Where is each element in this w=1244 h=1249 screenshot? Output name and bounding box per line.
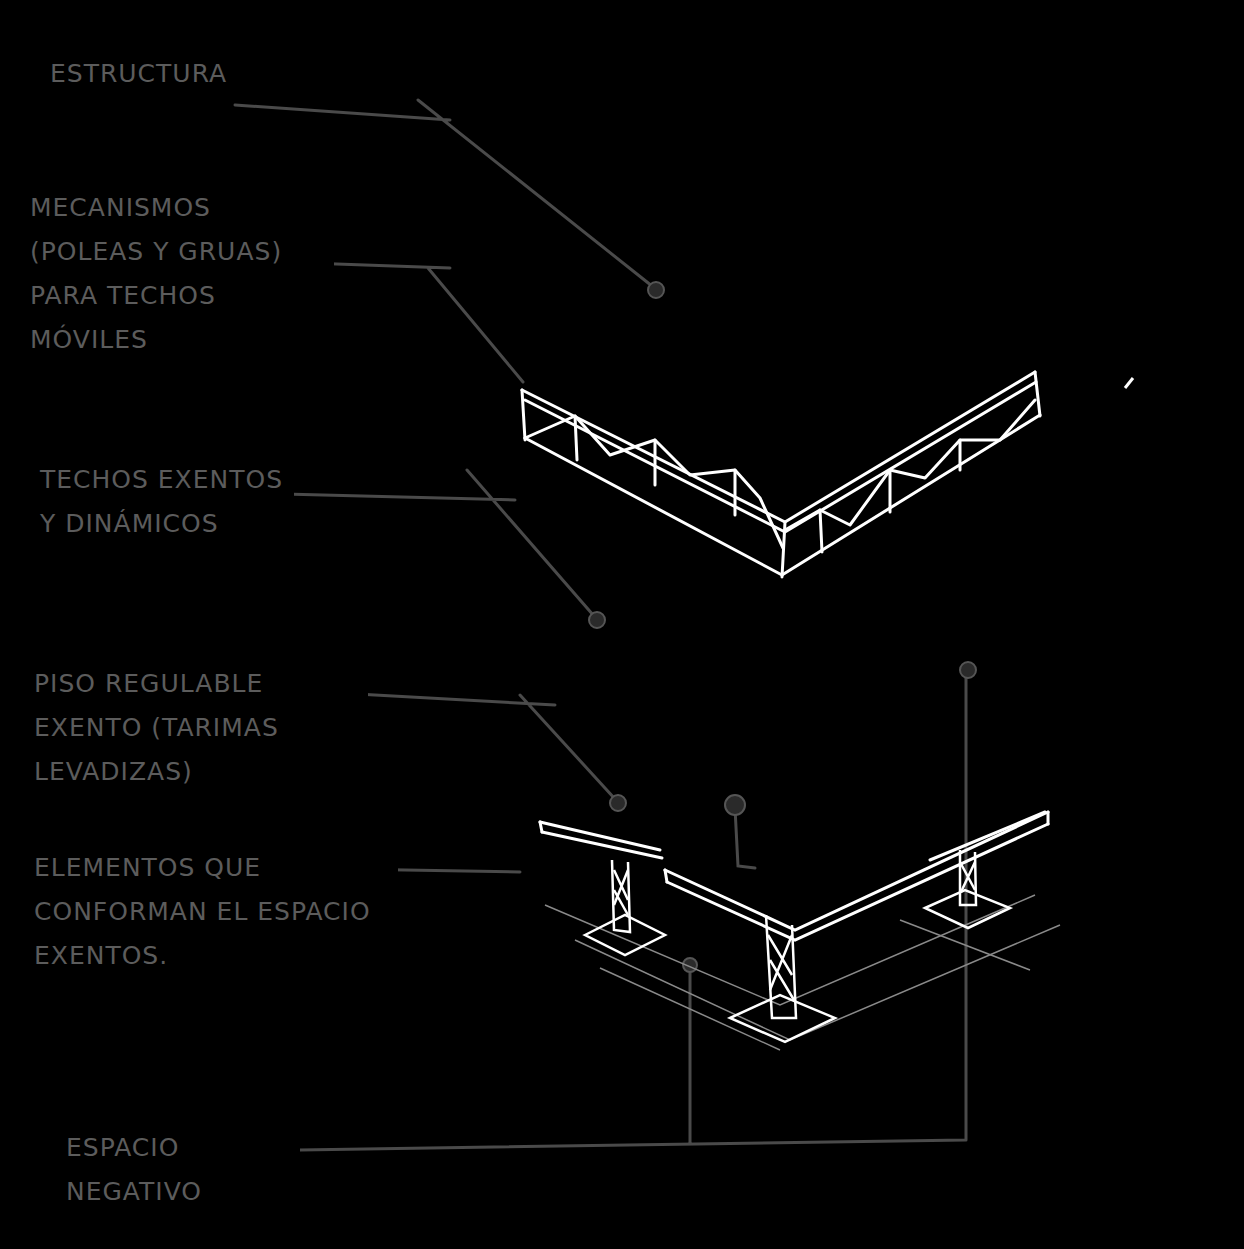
annotation-label: ELEMENTOS QUE CONFORMAN EL ESPACIO EXENT… xyxy=(30,846,398,978)
annotation-label: ESTRUCTURA xyxy=(46,52,314,96)
annotation-label: PISO REGULABLE EXENTO (TARIMAS LEVADIZAS… xyxy=(30,662,368,794)
annotation-label: TECHOS EXENTOS Y DINÁMICOS xyxy=(36,458,294,546)
annotation-label: ESPACIO NEGATIVO xyxy=(62,1126,300,1214)
annotation-label: MECANISMOS (POLEAS Y GRUAS) PARA TECHOS … xyxy=(26,186,334,362)
